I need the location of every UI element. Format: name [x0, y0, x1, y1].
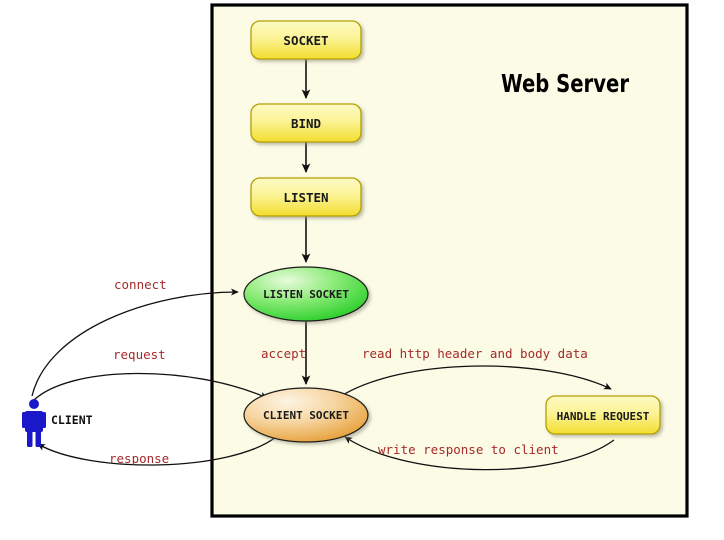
edge-label-connect: connect [114, 277, 167, 292]
node-handle-request-shape [545, 395, 661, 435]
node-socket[interactable]: SOCKET [250, 20, 362, 60]
node-socket-shape [250, 20, 362, 60]
edge-write-response [344, 436, 615, 471]
node-handle-request-label: HANDLE REQUEST [557, 410, 650, 423]
node-bind[interactable]: BIND [250, 103, 362, 143]
node-bind-shape [250, 103, 362, 143]
person-icon [22, 399, 46, 447]
node-handle-request[interactable]: HANDLE REQUEST [545, 395, 661, 435]
edge-label-write-response: write response to client [378, 442, 559, 457]
node-bind-label: BIND [291, 116, 321, 131]
node-listen-socket[interactable]: LISTEN SOCKET [243, 266, 369, 322]
client-actor-label: CLIENT [51, 413, 93, 427]
edge-label-accept: accept [261, 346, 306, 361]
node-client-socket-shape [243, 387, 369, 443]
node-listen-label: LISTEN [283, 190, 328, 205]
node-listen-socket-shape [243, 266, 369, 322]
node-listen-socket-label: LISTEN SOCKET [263, 288, 349, 301]
edge-label-request: request [113, 347, 166, 362]
node-client-socket[interactable]: CLIENT SOCKET [243, 387, 369, 443]
client-actor[interactable]: CLIENT [22, 399, 93, 447]
node-client-socket-label: CLIENT SOCKET [263, 409, 349, 422]
node-socket-label: SOCKET [283, 33, 328, 48]
edge-connect [31, 288, 239, 397]
page-title: Web Server [501, 69, 630, 98]
edge-read-request [337, 365, 612, 399]
node-listen[interactable]: LISTEN [250, 177, 362, 217]
node-listen-shape [250, 177, 362, 217]
edge-label-read-request: read http header and body data [362, 346, 588, 361]
edge-label-response: response [109, 451, 169, 466]
edge-response [37, 436, 277, 466]
edge-request [33, 372, 268, 401]
